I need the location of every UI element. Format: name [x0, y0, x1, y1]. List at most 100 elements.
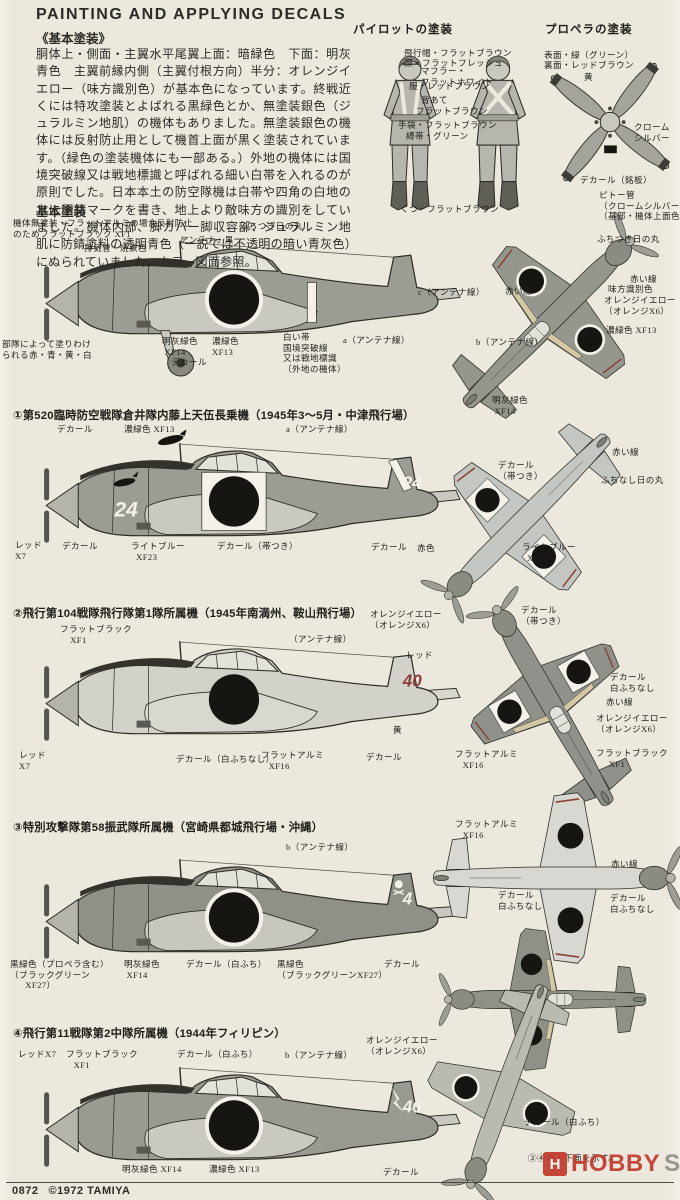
- pilot-front-figure: [374, 52, 446, 214]
- paint-callout-label: 手袋・フラットブラウン: [398, 120, 497, 130]
- paint-callout-label: プロペラの塗装: [545, 24, 633, 36]
- paint-callout-label: 黄: [393, 725, 402, 735]
- paint-callout-label: オレンジイエロー （オレンジX6）: [604, 295, 676, 316]
- paint-callout-label: デカール 白ふちなし: [610, 672, 655, 693]
- watermark-hobby-text: HOBBY: [571, 1150, 661, 1177]
- paint-callout-label: パイロットの塗装: [353, 24, 453, 36]
- paint-callout-label: オレンジイエロー （オレンジX6）: [596, 713, 668, 734]
- paint-callout-label: 黒緑色 （ブラックグリーンXF27）: [277, 959, 388, 980]
- s2-side-profile: 40: [20, 628, 462, 779]
- paint-callout-label: 濃緑色 XF13: [212, 336, 239, 357]
- paint-callout-label: 表面・緑（グリーン）: [544, 50, 634, 60]
- paint-callout-label: レッド X7: [15, 540, 42, 561]
- paint-callout-label: レッド X7: [19, 750, 46, 771]
- paint-callout-label: ふちなし日の丸: [601, 475, 664, 485]
- paint-callout-label: くつ・フラットブラウン: [400, 204, 499, 214]
- paint-callout-label: 縛帯・グリーン: [406, 131, 469, 141]
- paint-callout-label: レッドX7: [18, 1049, 57, 1059]
- section-heading: ③特別攻撃隊第58振武隊所属機（宮崎県都城飛行場・沖縄）: [13, 822, 324, 834]
- paint-callout-label: c（アンテナ線）: [418, 287, 485, 297]
- paint-callout-label: 赤い線: [611, 859, 638, 869]
- paint-callout-label: b（アンテナ線）: [286, 842, 354, 852]
- section-heading: ①第520臨時防空戦隊倉井隊内藤上天伍長乗機（1945年3～5月・中津飛行場）: [13, 410, 415, 422]
- paint-callout-label: デカール: [366, 752, 402, 762]
- footer-divider: [6, 1182, 674, 1183]
- paint-callout-label: 機体無塗装・フラットアルミの場合反射防止 のためフラットブラック XF1: [13, 218, 193, 239]
- page-title: PAINTING AND APPLYING DECALS: [36, 6, 347, 23]
- propeller-diagram: [537, 52, 680, 198]
- footer: 0872 ©1972 TAMIYA: [12, 1185, 140, 1197]
- paint-callout-label: 黒緑色（プロペラ含む） （ブラックグリーン XF27）: [10, 959, 109, 990]
- bottomview-s1: [378, 374, 671, 667]
- paint-callout-label: 明灰緑色 XF14: [162, 336, 198, 357]
- hobbysearch-logo-icon: H: [543, 1152, 567, 1176]
- paint-callout-label: デカール: [383, 1167, 419, 1177]
- paint-callout-label: デカール（銘板）: [580, 175, 652, 185]
- paint-callout-label: 赤い線: [606, 697, 633, 707]
- paint-callout-label: フラットアルミ XF16: [455, 819, 518, 840]
- paint-callout-label: 赤色: [417, 543, 435, 553]
- paint-callout-label: 飛行帽・フラットブラウン: [404, 48, 512, 58]
- paint-callout-label: 濃緑色 XF13: [606, 325, 657, 335]
- svg-text:40: 40: [402, 671, 422, 690]
- paint-callout-label: 服・レッドブラウン: [409, 81, 490, 91]
- paint-callout-label: 明灰緑色 XF14: [122, 1164, 182, 1174]
- paint-callout-label: （アンテナ線）: [289, 634, 352, 644]
- paint-callout-label: ライトブルー XF23: [131, 541, 185, 562]
- base-painting-heading: 基本塗装: [36, 205, 87, 219]
- intro-paragraph: 胴体上・側面・主翼水平尾翼上面：暗緑色 下面：明灰青色 主翼前縁内側（主翼付根方…: [36, 47, 351, 269]
- paint-callout-label: デカール: [57, 424, 93, 434]
- hobbysearch-watermark: H HOBBY SEARCH: [543, 1150, 680, 1178]
- paint-callout-label: 排気管・焼鉄色: [84, 243, 147, 253]
- base-side-profile: [20, 228, 462, 379]
- svg-text:24: 24: [113, 499, 138, 522]
- paint-callout-label: デカール（白ふち）: [186, 959, 267, 969]
- paint-callout-label: ふちつき日の丸: [240, 221, 303, 231]
- paint-callout-label: 赤い線: [630, 274, 657, 284]
- paint-callout-label: デカール （帯つき）: [521, 605, 566, 626]
- paint-callout-label: オレンジイエロー （オレンジX6）: [370, 609, 442, 630]
- paint-callout-label: 明灰緑色 XF14: [124, 959, 160, 980]
- paint-callout-label: フラットアルミ XF16: [455, 749, 518, 770]
- footer-copyright: ©1972 TAMIYA: [48, 1185, 131, 1197]
- paint-callout-label: 赤い線: [505, 286, 532, 296]
- topview-s2: [415, 554, 680, 850]
- paint-callout-label: 裏面・レッドブラウン: [544, 60, 634, 70]
- paint-callout-label: クローム シルバー: [634, 122, 670, 143]
- paint-callout-label: ライトブルー XF23: [522, 542, 576, 563]
- paint-callout-label: a（アンテナ線）: [343, 335, 410, 345]
- s3-side-profile: 4: [20, 846, 462, 997]
- paint-callout-label: デカール（白ふち）: [177, 1049, 258, 1059]
- intro-heading: 《基本塗装》: [36, 32, 112, 46]
- svg-text:46: 46: [402, 1097, 422, 1116]
- paint-callout-label: フラットアルミ XF16: [261, 750, 324, 771]
- paint-callout-label: 赤い線: [612, 447, 639, 457]
- paint-callout-label: ③④の上下面を示す。: [528, 1153, 618, 1163]
- paint-callout-label: b（アンテナ線）: [285, 1050, 353, 1060]
- svg-text:4: 4: [402, 889, 413, 908]
- svg-text:24: 24: [402, 473, 422, 492]
- paint-callout-label: b（アンテナ線）: [476, 337, 544, 347]
- paint-callout-label: 明灰緑色 XF14: [492, 395, 528, 416]
- paint-callout-label: 濃緑色 XF13: [209, 1164, 260, 1174]
- bottomview-s2: [429, 788, 680, 968]
- paint-callout-label: 黄: [584, 72, 593, 82]
- paint-callout-label: 白い帯 国境突破線 又は戦地標識 （外地の機体）: [283, 332, 346, 374]
- paint-callout-label: デカール 白ふちなし: [498, 890, 543, 911]
- paint-callout-label: オレンジイエロー （オレンジX6）: [366, 1035, 438, 1056]
- paint-callout-label: デカール（白ふちなし）: [176, 754, 275, 764]
- paint-callout-label: アンテナ・黒: [180, 235, 234, 245]
- paint-callout-label: 顔・フラットフレッシュ: [404, 58, 503, 68]
- paint-callout-label: デカール（帯つき）: [217, 541, 298, 551]
- paint-callout-label: デカール（白ふち）: [524, 1117, 605, 1127]
- paint-callout-label: 背あて: [421, 95, 448, 105]
- section-heading: ④飛行第11戦隊第2中隊所属機（1944年フィリピン）: [13, 1028, 286, 1040]
- paint-callout-label: デカール: [62, 541, 98, 551]
- topview-basic: [401, 168, 680, 471]
- pilot-back-figure: [460, 52, 536, 214]
- footer-code: 0872: [12, 1185, 39, 1197]
- paint-callout-label: a（アンテナ線）: [286, 424, 353, 434]
- paint-callout-label: デカール 白ふちなし: [610, 893, 655, 914]
- paint-callout-label: フラットブラウン: [416, 106, 488, 116]
